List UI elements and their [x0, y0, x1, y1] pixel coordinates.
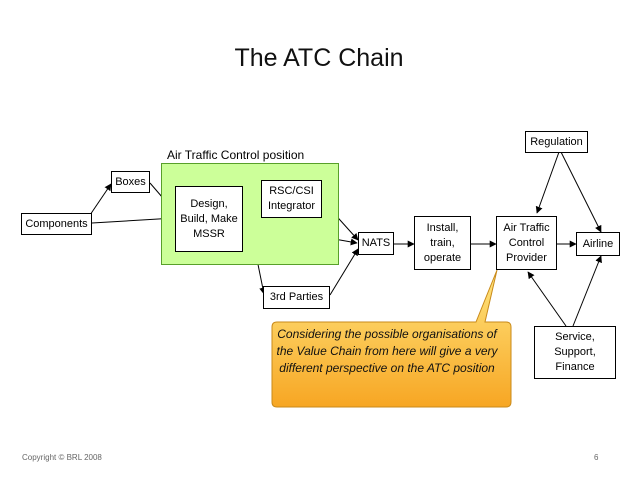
node-service-label: Service, Support, Finance: [554, 331, 596, 373]
page-title: The ATC Chain: [234, 44, 404, 72]
node-nats: NATS: [358, 232, 394, 255]
arrow-regulation-airline: [560, 151, 602, 233]
node-boxes: Boxes: [111, 171, 150, 193]
arrow-regulation-atc: [535, 151, 560, 214]
arrow-components-boxes: [89, 183, 112, 216]
callout-text: Considering the possible organisations o…: [276, 327, 498, 375]
node-nats-label: NATS: [361, 237, 391, 249]
node-design-label: Design, Build, Make MSSR: [180, 197, 238, 240]
node-install-train-operate: Install, train, operate: [414, 216, 471, 270]
node-install-label: Install, train, operate: [423, 221, 462, 264]
node-regulation-label: Regulation: [530, 135, 583, 148]
node-atc-provider-label: Air Traffic Control Provider: [503, 221, 550, 264]
copyright-footer: Copyright © BRL 2008: [22, 453, 102, 462]
arrow-service-atc: [527, 271, 567, 327]
node-design-build-make: Design, Build, Make MSSR: [175, 186, 243, 252]
node-rsc-label: RSC/CSI Integrator: [267, 185, 316, 212]
callout-shape: [271, 269, 512, 408]
node-components: Components: [21, 213, 92, 235]
node-rsc-integrator: RSC/CSI Integrator: [261, 180, 322, 218]
node-boxes-label: Boxes: [115, 175, 146, 188]
node-service-support-finance: Service, Support, Finance: [534, 326, 616, 379]
node-atc-provider: Air Traffic Control Provider: [496, 216, 557, 270]
arrow-service-airline: [572, 255, 602, 327]
node-regulation: Regulation: [525, 131, 588, 153]
page-number: 6: [594, 453, 599, 462]
arrow-third-parties-nats: [329, 248, 359, 296]
node-airline-label: Airline: [582, 237, 614, 250]
node-components-label: Components: [25, 217, 88, 230]
node-third-parties-label: 3rd Parties: [269, 291, 324, 303]
node-airline: Airline: [576, 232, 620, 256]
node-third-parties: 3rd Parties: [263, 286, 330, 309]
atc-position-label: Air Traffic Control position: [167, 148, 305, 162]
